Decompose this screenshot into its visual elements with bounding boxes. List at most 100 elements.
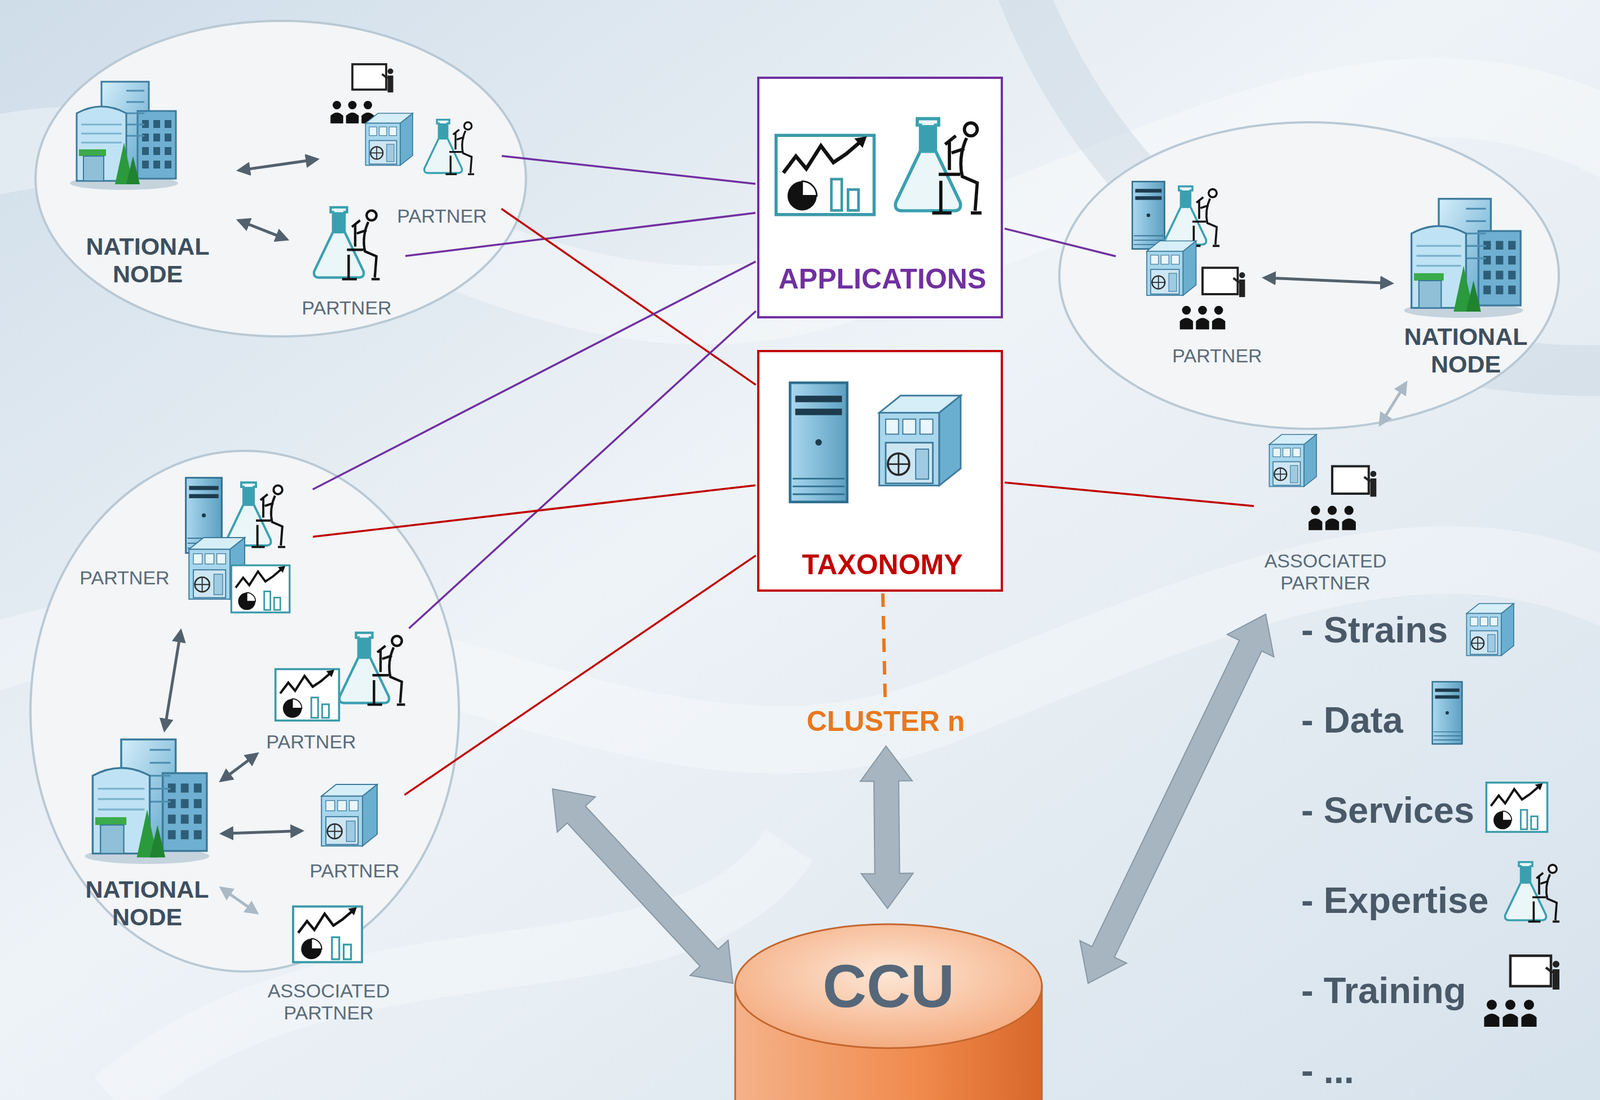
strains-icon-part: [400, 113, 413, 166]
expertise-icon-part: [1181, 190, 1190, 209]
partner: PARTNER: [76, 474, 312, 627]
connector: [238, 220, 287, 240]
building-icon-part: [1419, 280, 1442, 308]
building-icon-part: [1495, 255, 1504, 265]
strains-icon-part: [217, 554, 227, 565]
legend-icon: [1476, 952, 1562, 1038]
building-icon-part: [100, 825, 124, 855]
expertise-icon-part: [342, 220, 380, 280]
training-icon-part: [1214, 306, 1224, 316]
strains-icon-part: [1183, 241, 1197, 296]
data-icon: [1132, 181, 1165, 250]
strains-icon-part: [1151, 276, 1165, 290]
building-icon-part: [180, 830, 189, 840]
building-icon-part: [1495, 241, 1504, 250]
training-icon-part: [1198, 306, 1208, 316]
training-icon-part: [330, 112, 344, 124]
services-icon: [1486, 783, 1548, 833]
connector: [312, 261, 757, 490]
legend-text: - Services: [1301, 789, 1475, 832]
strains-icon-part: [325, 801, 335, 812]
building-icon-part: [1508, 270, 1516, 280]
strains-icon-part: [327, 824, 343, 839]
associated-partner: ASSOCIATED PARTNER: [1255, 428, 1396, 598]
node-label: NATIONAL NODE: [1398, 323, 1534, 379]
training-icon-part: [1521, 1014, 1537, 1028]
strains-icon-part: [1171, 255, 1180, 265]
services-icon-part: [343, 944, 352, 960]
strains-icon: [1466, 603, 1514, 656]
services-icon-part: [277, 566, 286, 573]
building-icon-part: [153, 120, 161, 128]
ccu-link-arrow: [552, 789, 733, 984]
expertise-icon: [314, 207, 380, 280]
expertise-icon-part: [439, 123, 447, 140]
training-icon-part: [1523, 1000, 1535, 1011]
legend-row: - Services: [1301, 789, 1475, 832]
services-icon-part: [298, 911, 353, 934]
node-label: ASSOCIATED PARTNER: [1257, 550, 1394, 595]
services-icon-part: [283, 699, 303, 719]
services-icon-part: [311, 939, 322, 950]
strains-icon-part: [327, 824, 343, 839]
building-icon-part: [137, 111, 176, 179]
partner: PARTNER: [306, 775, 404, 883]
legend-row: - Expertise: [1301, 879, 1489, 922]
strains-icon-part: [370, 146, 383, 159]
training-icon-part: [382, 74, 388, 79]
services-icon-part: [847, 189, 859, 211]
building-icon-part: [126, 124, 145, 126]
training-icon-part: [1239, 272, 1245, 278]
building-icon-part: [1416, 245, 1461, 247]
building-icon-part: [149, 825, 166, 859]
connector: [882, 593, 886, 701]
services-icon-part: [311, 697, 318, 719]
legend-icon: [1457, 597, 1520, 660]
services-icon: [275, 669, 340, 721]
applications-box: APPLICATIONS: [757, 76, 1003, 319]
building-icon-part: [1465, 208, 1486, 210]
services-icon-part: [1486, 783, 1548, 833]
building-icon-part: [1483, 255, 1491, 265]
strains-icon: [879, 395, 961, 486]
training-icon-part: [1202, 267, 1238, 295]
services-icon-part: [802, 181, 817, 197]
building-icon-part: [1508, 285, 1516, 295]
node-label: PARTNER: [396, 205, 487, 228]
connector: [404, 555, 756, 796]
data-icon-part: [1133, 239, 1164, 241]
building-icon-part: [1478, 231, 1521, 306]
block-arrow: [860, 746, 914, 909]
building-icon-part: [142, 133, 149, 142]
strains-icon-part: [1269, 444, 1305, 488]
legend-row: - ...: [1301, 1049, 1355, 1093]
strains-icon-part: [325, 816, 358, 845]
connector: [409, 311, 757, 629]
building-icon-part: [193, 799, 202, 809]
services-icon-part: [1502, 811, 1512, 821]
legend-text: - Strains: [1301, 608, 1448, 652]
services-icon-part: [231, 565, 290, 613]
strains-icon-part: [346, 821, 356, 842]
building-icon-part: [1508, 241, 1516, 250]
strains-icon-part: [902, 419, 916, 435]
building-icon-part: [149, 775, 171, 777]
ccu-link-arrow: [1079, 614, 1274, 984]
training-icon-part: [387, 75, 394, 93]
building-icon-part: [180, 799, 189, 809]
national-node: NATIONAL NODE: [56, 71, 235, 296]
data-icon-part: [815, 439, 822, 446]
services-icon-part: [1521, 810, 1528, 830]
training-icon-part: [1310, 506, 1320, 516]
strains-icon-part: [915, 449, 929, 480]
expertise-icon-part: [1208, 189, 1217, 198]
data-icon: [1431, 682, 1462, 745]
strains-icon-part: [1274, 467, 1287, 481]
building-icon-part: [149, 801, 171, 803]
services-icon-part: [1493, 811, 1512, 830]
strains-icon-part: [1470, 630, 1498, 655]
connector: [1004, 228, 1116, 257]
strains-icon-part: [195, 577, 210, 592]
connector: [164, 631, 181, 731]
